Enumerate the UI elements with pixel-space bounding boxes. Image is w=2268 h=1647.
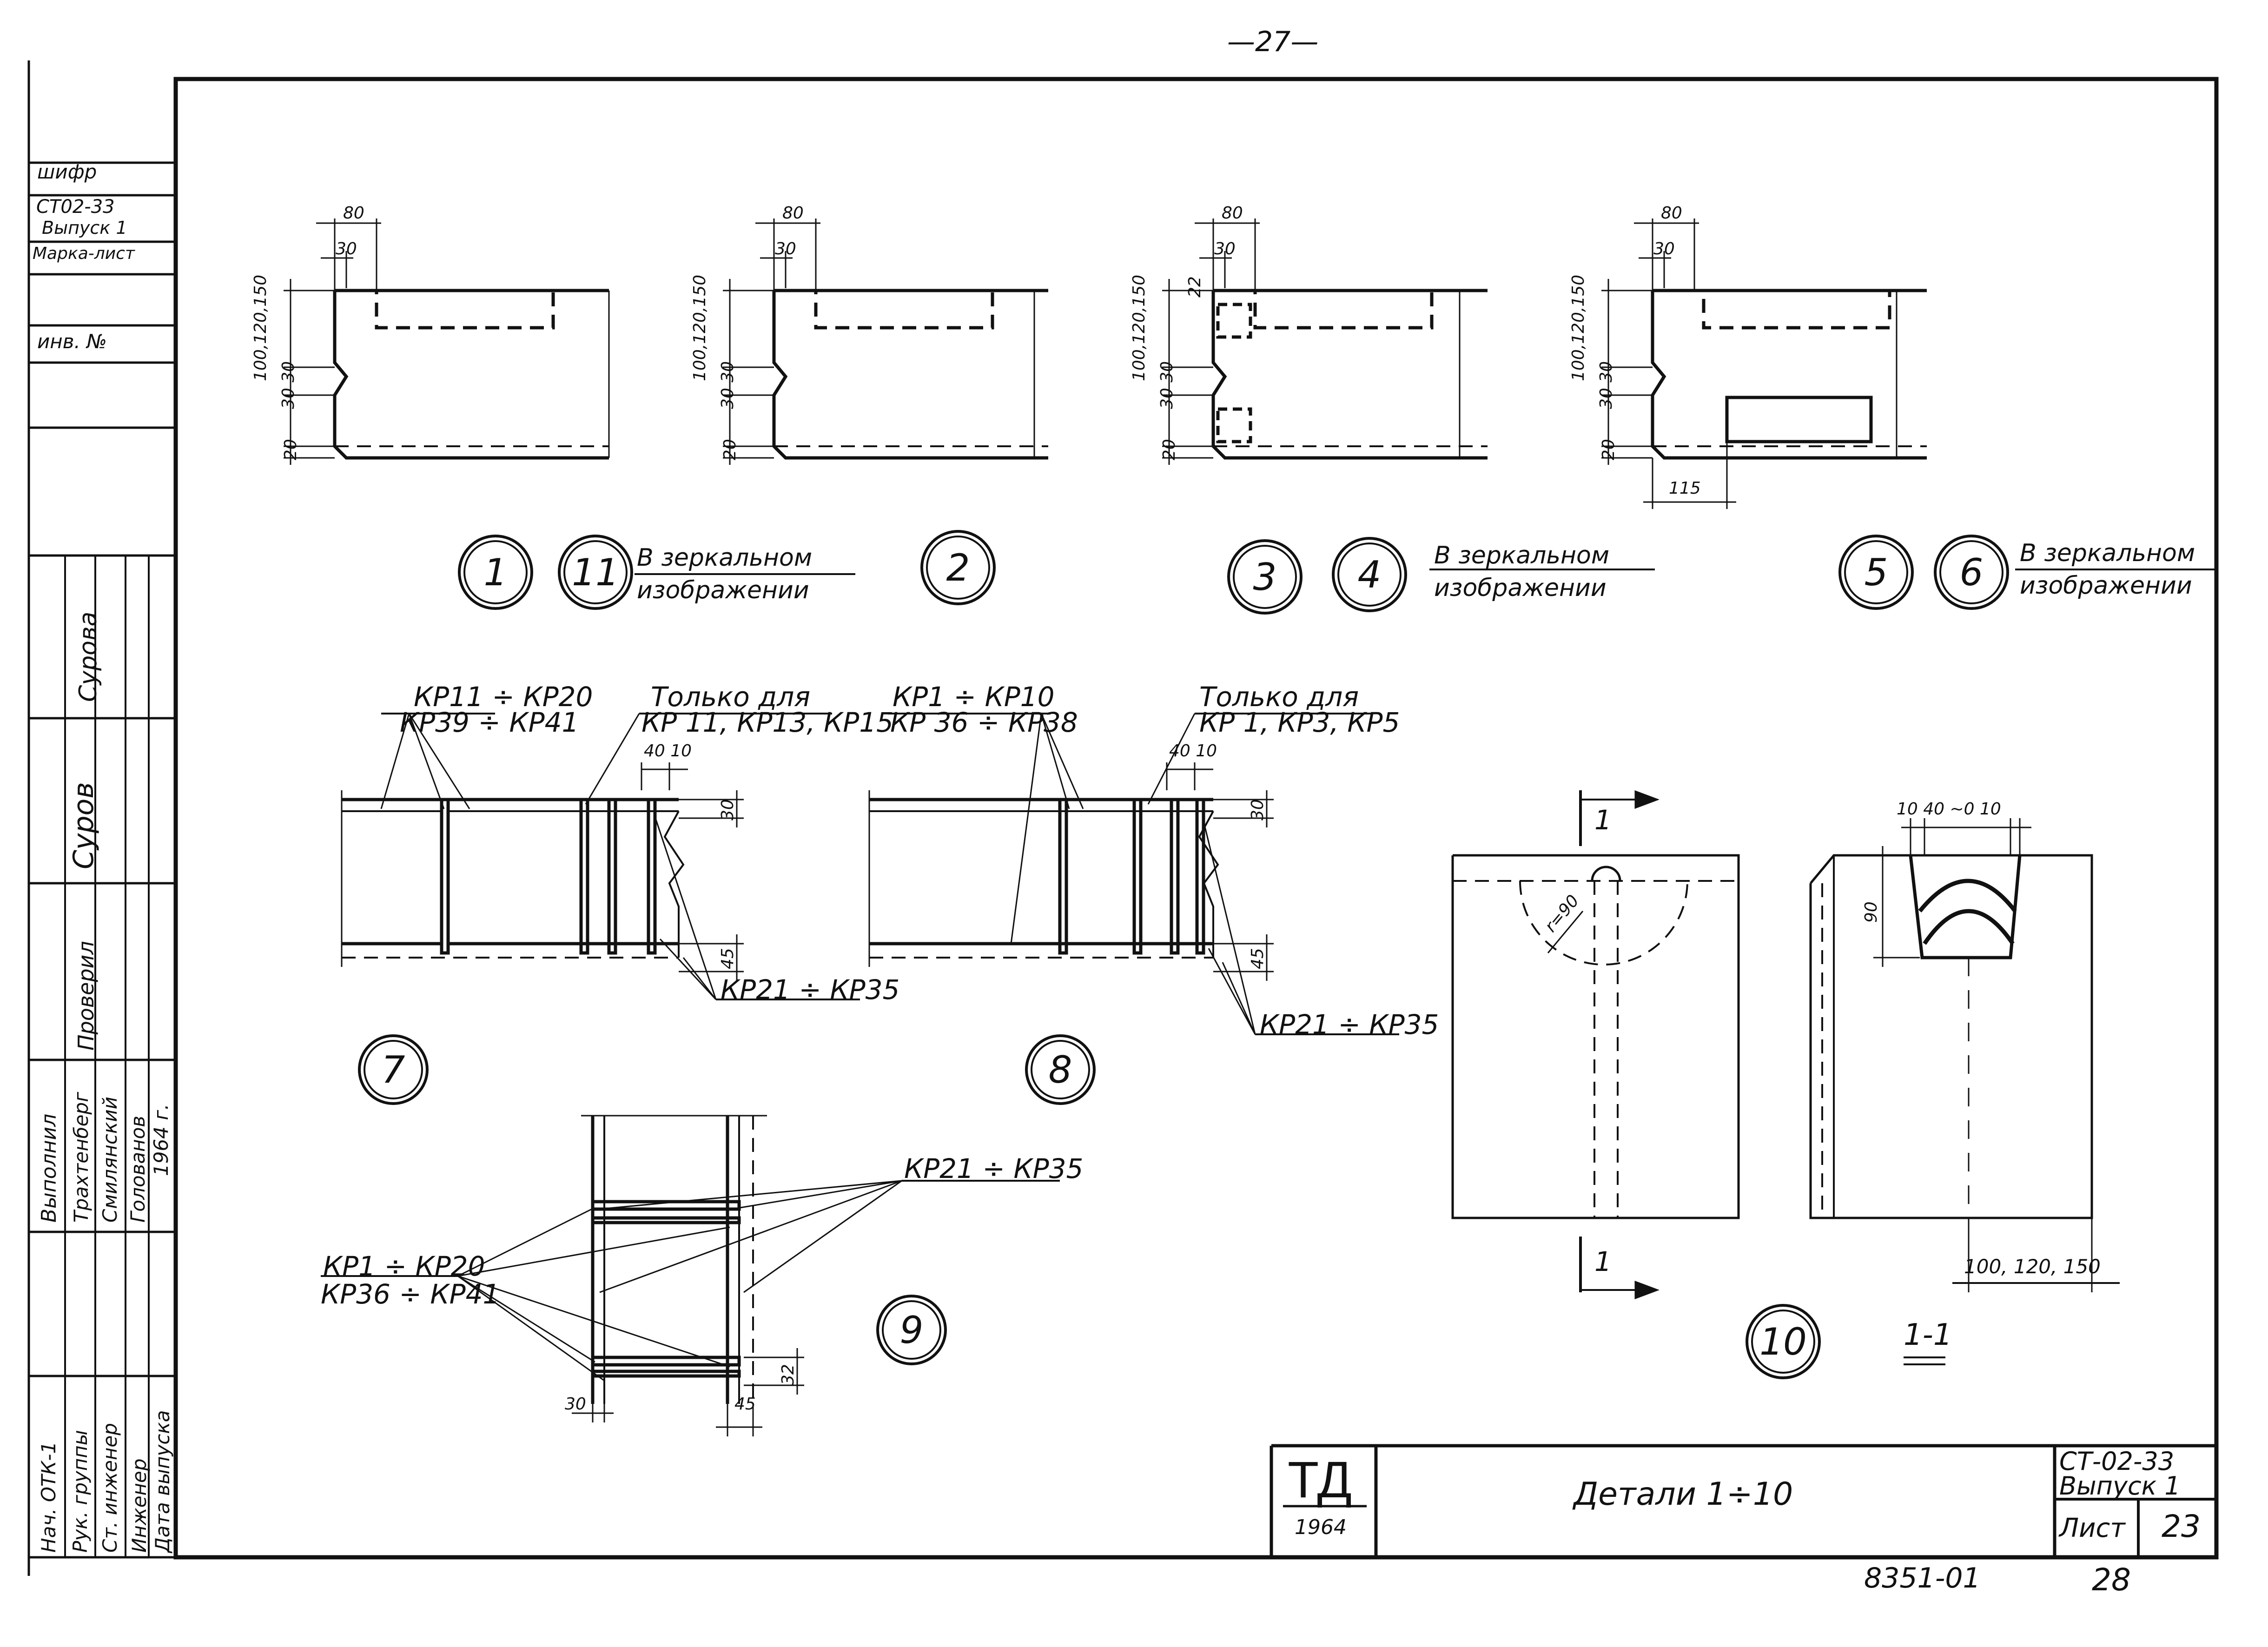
detail7-dim-45: 45 (718, 948, 737, 969)
top-page-number: —27— (1227, 26, 1319, 58)
sheet-label: Лист (2059, 1513, 2125, 1543)
drawing-code: СТ-02-33 (2059, 1447, 2175, 1476)
detail7-only-for: Только для (651, 681, 811, 713)
mark-sheet-label: Марка-лист (33, 244, 135, 263)
detail9-dim-32: 32 (779, 1364, 798, 1385)
detail-marker-5: 5 (1838, 535, 1914, 610)
detail-marker-3: 3 (1227, 539, 1303, 615)
dim-30-30: 30 30 (279, 361, 298, 409)
drawing-title: Детали 1÷10 (1574, 1476, 1793, 1513)
role-2: Рук. группы (69, 1430, 92, 1553)
detail-marker-4: 4 (1332, 537, 1407, 612)
dim-80: 80 (1661, 204, 1682, 223)
detail9-label-left-1: КР1 ÷ КР20 (323, 1250, 485, 1282)
mirror-note-2: изображении (1434, 574, 1607, 602)
cipher-issue: Выпуск 1 (42, 218, 127, 238)
dim-30-30: 30 30 (1157, 361, 1177, 409)
detail7-only-for-list: КР 11, КР13, КР15 (641, 707, 894, 738)
checked-label: Проверил (73, 941, 99, 1051)
dim-30: 30 (1214, 239, 1236, 258)
inventory-number-label: инв. № (37, 330, 107, 353)
section-top-dims: 10 40 ~0 10 (1897, 800, 2001, 819)
detail7-dim-30: 30 (718, 799, 737, 820)
dim-80: 80 (782, 204, 804, 223)
cipher-value: СТ02-33 (36, 196, 115, 218)
section-mark-bottom: 1 (1594, 1246, 1612, 1277)
mirror-note: В зеркальном (1434, 542, 1610, 569)
dim-30-30: 30 30 (1597, 361, 1616, 409)
detail-marker-11: 11 (558, 535, 633, 610)
dim-range: 100,120,150 (251, 274, 270, 381)
dim-20: 20 (721, 439, 740, 460)
detail7-label-b: КР21 ÷ КР35 (721, 974, 900, 1005)
detail8-only-for: Только для (1199, 681, 1359, 713)
detail8-dim-45: 45 (1248, 948, 1267, 969)
dim-range: 100,120,150 (1130, 274, 1149, 381)
dim-range: 100,120,150 (1569, 274, 1588, 381)
mirror-note: В зеркальном (637, 544, 813, 572)
dim-22: 22 (1185, 276, 1204, 298)
bottom-note: 8351-01 (1864, 1562, 1981, 1594)
dim-30: 30 (1653, 239, 1675, 258)
detail-marker-7: 7 (358, 1034, 429, 1105)
name-3: Голованов (126, 1115, 149, 1223)
role-1: Нач. ОТК-1 (37, 1441, 60, 1553)
role-4: Инженер (128, 1458, 151, 1553)
dim-20: 20 (1599, 439, 1618, 460)
dim-30: 30 (336, 239, 357, 258)
detail8-label-a1: КР1 ÷ КР10 (893, 681, 1055, 713)
detail-marker-2: 2 (920, 530, 996, 605)
mirror-note-2: изображении (637, 576, 809, 604)
detail-marker-8: 8 (1025, 1034, 1096, 1105)
detail7-dims: 40 10 (644, 741, 692, 761)
dim-80: 80 (1222, 204, 1243, 223)
bottom-page-number: 28 (2092, 1562, 2131, 1598)
detail8-only-for-list: КР 1, КР3, КР5 (1199, 707, 1400, 738)
signature: Суров (67, 782, 100, 869)
cipher-label: шифр (37, 160, 97, 183)
detail-marker-10: 10 (1746, 1304, 1821, 1379)
detail8-label-b: КР21 ÷ КР35 (1260, 1009, 1439, 1040)
dim-20: 20 (281, 439, 300, 460)
detail8-label-a2: КР 36 ÷ КР38 (890, 707, 1078, 738)
detail-marker-6: 6 (1934, 535, 2009, 610)
role-3: Ст. инженер (99, 1423, 121, 1553)
drawing-issue: Выпуск 1 (2059, 1471, 2181, 1501)
detail8-dims: 40 10 (1169, 741, 1217, 761)
detail9-label-left-2: КР36 ÷ КР41 (321, 1278, 500, 1310)
logo: ТД (1288, 1451, 1352, 1508)
dim-30: 30 (775, 239, 796, 258)
title-year: 1964 (1295, 1515, 1347, 1539)
name-1: Трахтенберг (70, 1091, 93, 1223)
detail-marker-1: 1 (458, 535, 533, 610)
section-dim-90: 90 (1862, 901, 1881, 923)
section-label: 1-1 (1904, 1318, 1952, 1352)
surname-text: Сурова (74, 611, 102, 702)
detail-marker-9: 9 (876, 1295, 947, 1365)
dim-20: 20 (1160, 439, 1179, 460)
dim-115: 115 (1669, 479, 1701, 498)
detail7-label-a1: КР11 ÷ КР20 (414, 681, 593, 713)
dim-30-30: 30 30 (718, 361, 737, 409)
role-5: Дата выпуска (151, 1410, 174, 1553)
mirror-note: В зеркальном (2020, 539, 2195, 567)
issue-date: 1964 г. (150, 1104, 172, 1176)
sheet-number: 23 (2162, 1508, 2201, 1544)
detail7-label-a2: КР39 ÷ КР41 (400, 707, 579, 738)
made-by-label: Выполнил (37, 1113, 61, 1223)
section-mark-top: 1 (1594, 804, 1612, 836)
section-dim-range: 100, 120, 150 (1964, 1255, 2101, 1278)
dim-range: 100,120,150 (690, 274, 709, 381)
detail8-dim-30: 30 (1248, 799, 1267, 820)
mirror-note-2: изображении (2020, 572, 2192, 600)
name-2: Смилянский (99, 1097, 121, 1223)
detail9-label-top: КР21 ÷ КР35 (904, 1153, 1084, 1184)
detail9-dim-45: 45 (734, 1395, 756, 1414)
dim-80: 80 (343, 204, 364, 223)
detail9-dim-30: 30 (565, 1395, 586, 1414)
